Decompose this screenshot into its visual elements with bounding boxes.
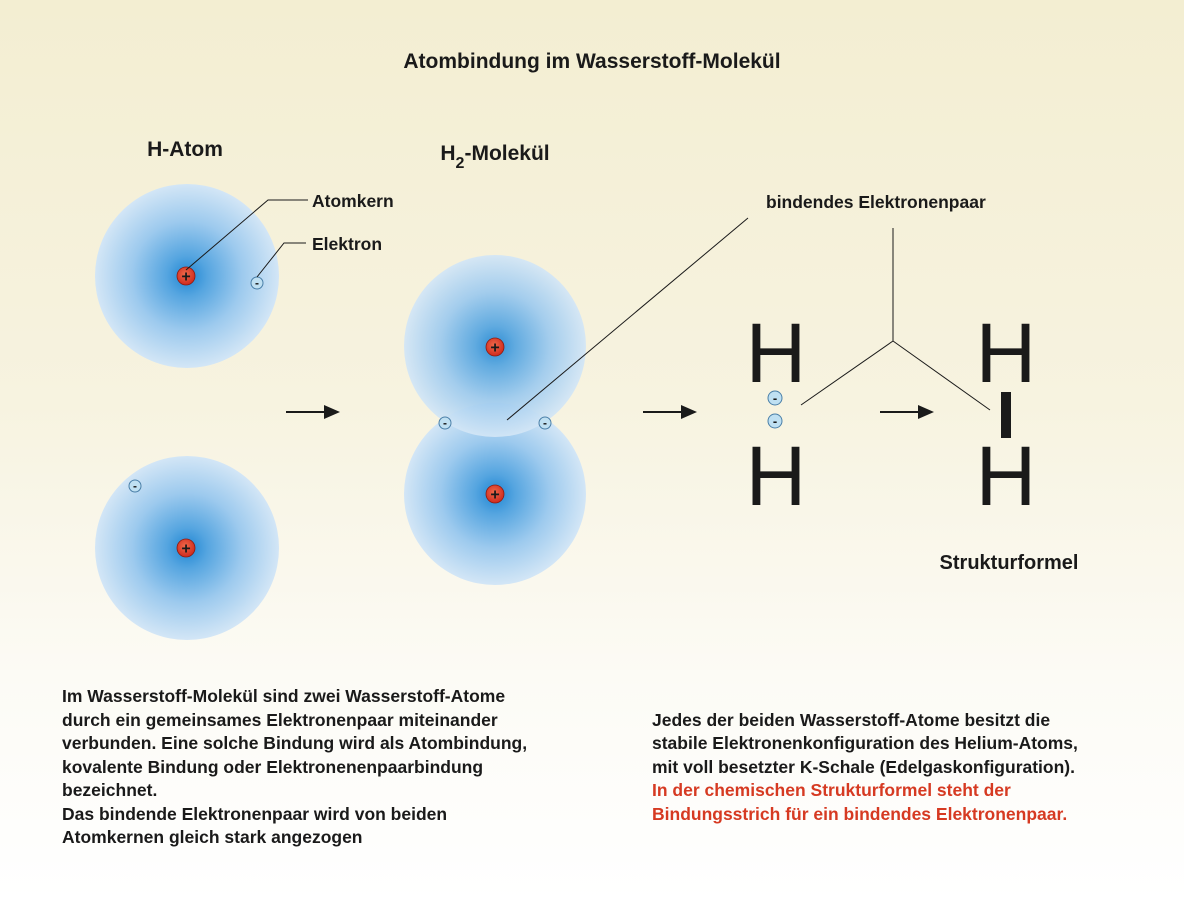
leader-line-bindendes-paar	[506, 217, 749, 421]
arrow-right-icon	[880, 405, 934, 419]
arrow-right-icon	[643, 405, 697, 419]
leader-line-to-bond	[892, 340, 991, 411]
nucleus-bottom-left: +	[176, 538, 196, 558]
electron-pair-top: -	[767, 390, 783, 406]
label-h-atom: H-Atom	[147, 138, 223, 161]
svg-text:-: -	[773, 414, 777, 429]
leader-line-elektron	[256, 242, 306, 278]
label-h2-molekul: H2-Molekül	[440, 142, 549, 172]
label-elektron: Elektron	[312, 234, 382, 254]
explanation-right-text: Jedes der beiden Wasserstoff-Atome besit…	[652, 709, 1078, 777]
leader-line-atomkern	[185, 199, 308, 271]
label-bindendes-elektronenpaar: bindendes Elektronenpaar	[766, 192, 986, 212]
hydrogen-symbol-pair-top: H	[746, 306, 807, 400]
nucleus-molecule-bottom: +	[485, 484, 505, 504]
electron-top-atom: -	[250, 276, 264, 290]
svg-text:-: -	[443, 416, 447, 430]
leader-line-to-pair	[800, 340, 894, 406]
plus-sign: +	[490, 340, 499, 357]
plus-sign: +	[181, 541, 190, 558]
svg-text:-: -	[255, 276, 259, 290]
electron-pair-bottom: -	[767, 413, 783, 429]
page-title: Atombindung im Wasserstoff-Molekül	[403, 50, 781, 73]
plus-sign: +	[181, 269, 190, 286]
bond-stroke	[1001, 392, 1011, 438]
label-atomkern: Atomkern	[312, 191, 394, 211]
explanation-right-highlight: In der chemischen Strukturformel steht d…	[652, 780, 1068, 824]
explanation-left: Im Wasserstoff-Molekül sind zwei Wassers…	[62, 686, 528, 847]
label-strukturformel: Strukturformel	[940, 552, 1079, 574]
svg-text:-: -	[543, 416, 547, 430]
nucleus-molecule-top: +	[485, 337, 505, 357]
electron-molecule-right: -	[538, 416, 552, 430]
hydrogen-symbol-pair-bottom: H	[746, 429, 807, 523]
plus-sign: +	[490, 487, 499, 504]
hydrogen-symbol-formula-top: H	[976, 306, 1037, 400]
svg-text:-: -	[773, 391, 777, 406]
hydrogen-symbol-formula-bottom: H	[976, 429, 1037, 523]
explanation-right: Jedes der beiden Wasserstoff-Atome besit…	[652, 685, 1162, 850]
electron-bottom-atom: -	[128, 479, 142, 493]
nucleus-top-left: +	[176, 266, 196, 286]
arrow-right-icon	[286, 405, 340, 419]
svg-text:-: -	[133, 479, 137, 493]
electron-molecule-left: -	[438, 416, 452, 430]
